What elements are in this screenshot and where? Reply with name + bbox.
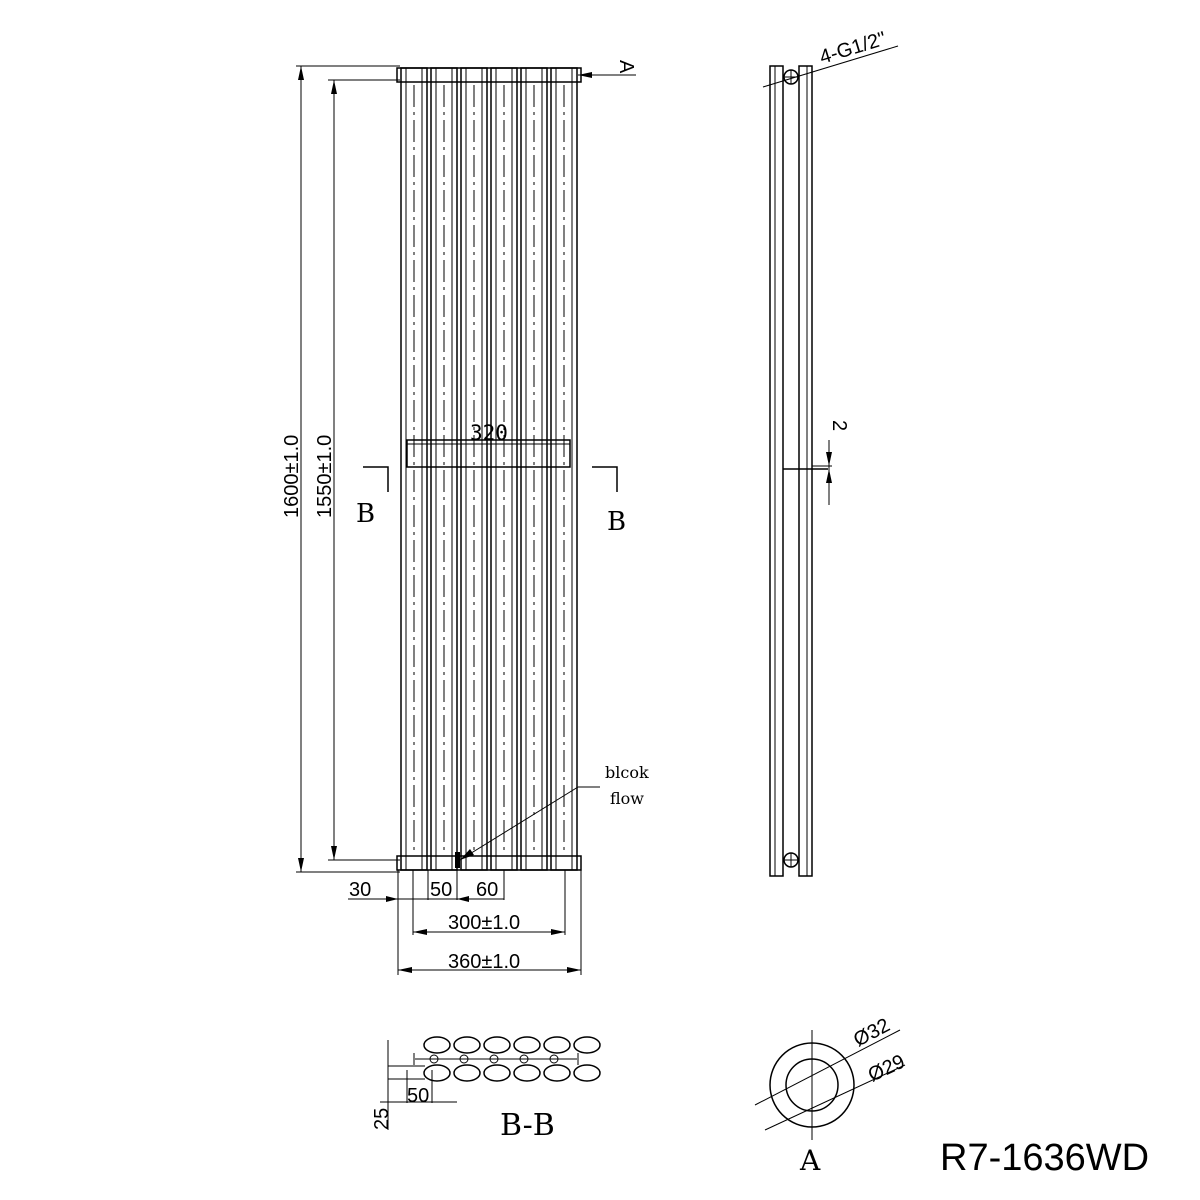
towel-bar-dim: 320 [470, 421, 508, 445]
tube-section [543, 1064, 571, 1082]
towel-bar [406, 439, 571, 468]
tube-section [423, 1064, 451, 1082]
section-bb-label: B-B [500, 1108, 555, 1143]
center-height-dim: 1550±1.0 [314, 435, 336, 518]
tube-section [483, 1036, 511, 1054]
top-header [396, 67, 582, 83]
tube-section [453, 1064, 481, 1082]
section-dim-50: 50 [407, 1085, 429, 1107]
radiator-tube [400, 67, 428, 871]
radiator-tube [490, 67, 518, 871]
section-mark-left: B [356, 499, 375, 529]
tube-section [483, 1064, 511, 1082]
tube-section [573, 1036, 601, 1054]
overall-height-dim: 1600±1.0 [281, 435, 303, 518]
connections-label: 4-G1/2" [817, 28, 889, 69]
section-mark-right: B [607, 507, 626, 537]
note-flow: flow [610, 789, 644, 808]
tube-section [423, 1036, 451, 1054]
section-dim-25: 25 [371, 1108, 393, 1130]
view-arrow-a: A [615, 60, 637, 74]
detail-a-label: A [799, 1144, 821, 1177]
bolt-icon [519, 1054, 529, 1064]
bolt-icon [489, 1054, 499, 1064]
radiator-tube [520, 67, 548, 871]
note-blcok: blcok [605, 763, 649, 782]
radiator-tube [460, 67, 488, 871]
dim-50: 50 [430, 879, 452, 901]
detail-a: Ø32 Ø29 A [754, 1014, 909, 1177]
model-number: R7-1636WD [940, 1137, 1149, 1179]
tube-section [513, 1036, 541, 1054]
width-centers-dim: 300±1.0 [448, 912, 520, 934]
width-dimensions: 30 50 60 300±1.0 360±1.0 [348, 870, 582, 975]
bottom-header [396, 855, 582, 871]
section-bb [380, 1036, 601, 1130]
tube-section [543, 1036, 571, 1054]
outer-diameter: Ø32 [850, 1014, 894, 1051]
dim-60: 60 [476, 879, 498, 901]
tube-section [513, 1064, 541, 1082]
front-view [400, 67, 578, 871]
radiator-tube [430, 67, 458, 871]
height-dimensions: 1600±1.0 1550±1.0 [281, 65, 400, 873]
tube-section [573, 1064, 601, 1082]
bolt-icon [549, 1054, 559, 1064]
dim-30: 30 [349, 879, 371, 901]
inner-diameter: Ø29 [865, 1051, 909, 1087]
bolt-icon [429, 1054, 439, 1064]
radiator-tube [550, 67, 578, 871]
side-view: 4-G1/2" 2 [762, 28, 899, 877]
bolt-icon [459, 1054, 469, 1064]
width-overall-dim: 360±1.0 [448, 951, 520, 973]
tube-section [453, 1036, 481, 1054]
gap-dim: 2 [828, 420, 850, 431]
